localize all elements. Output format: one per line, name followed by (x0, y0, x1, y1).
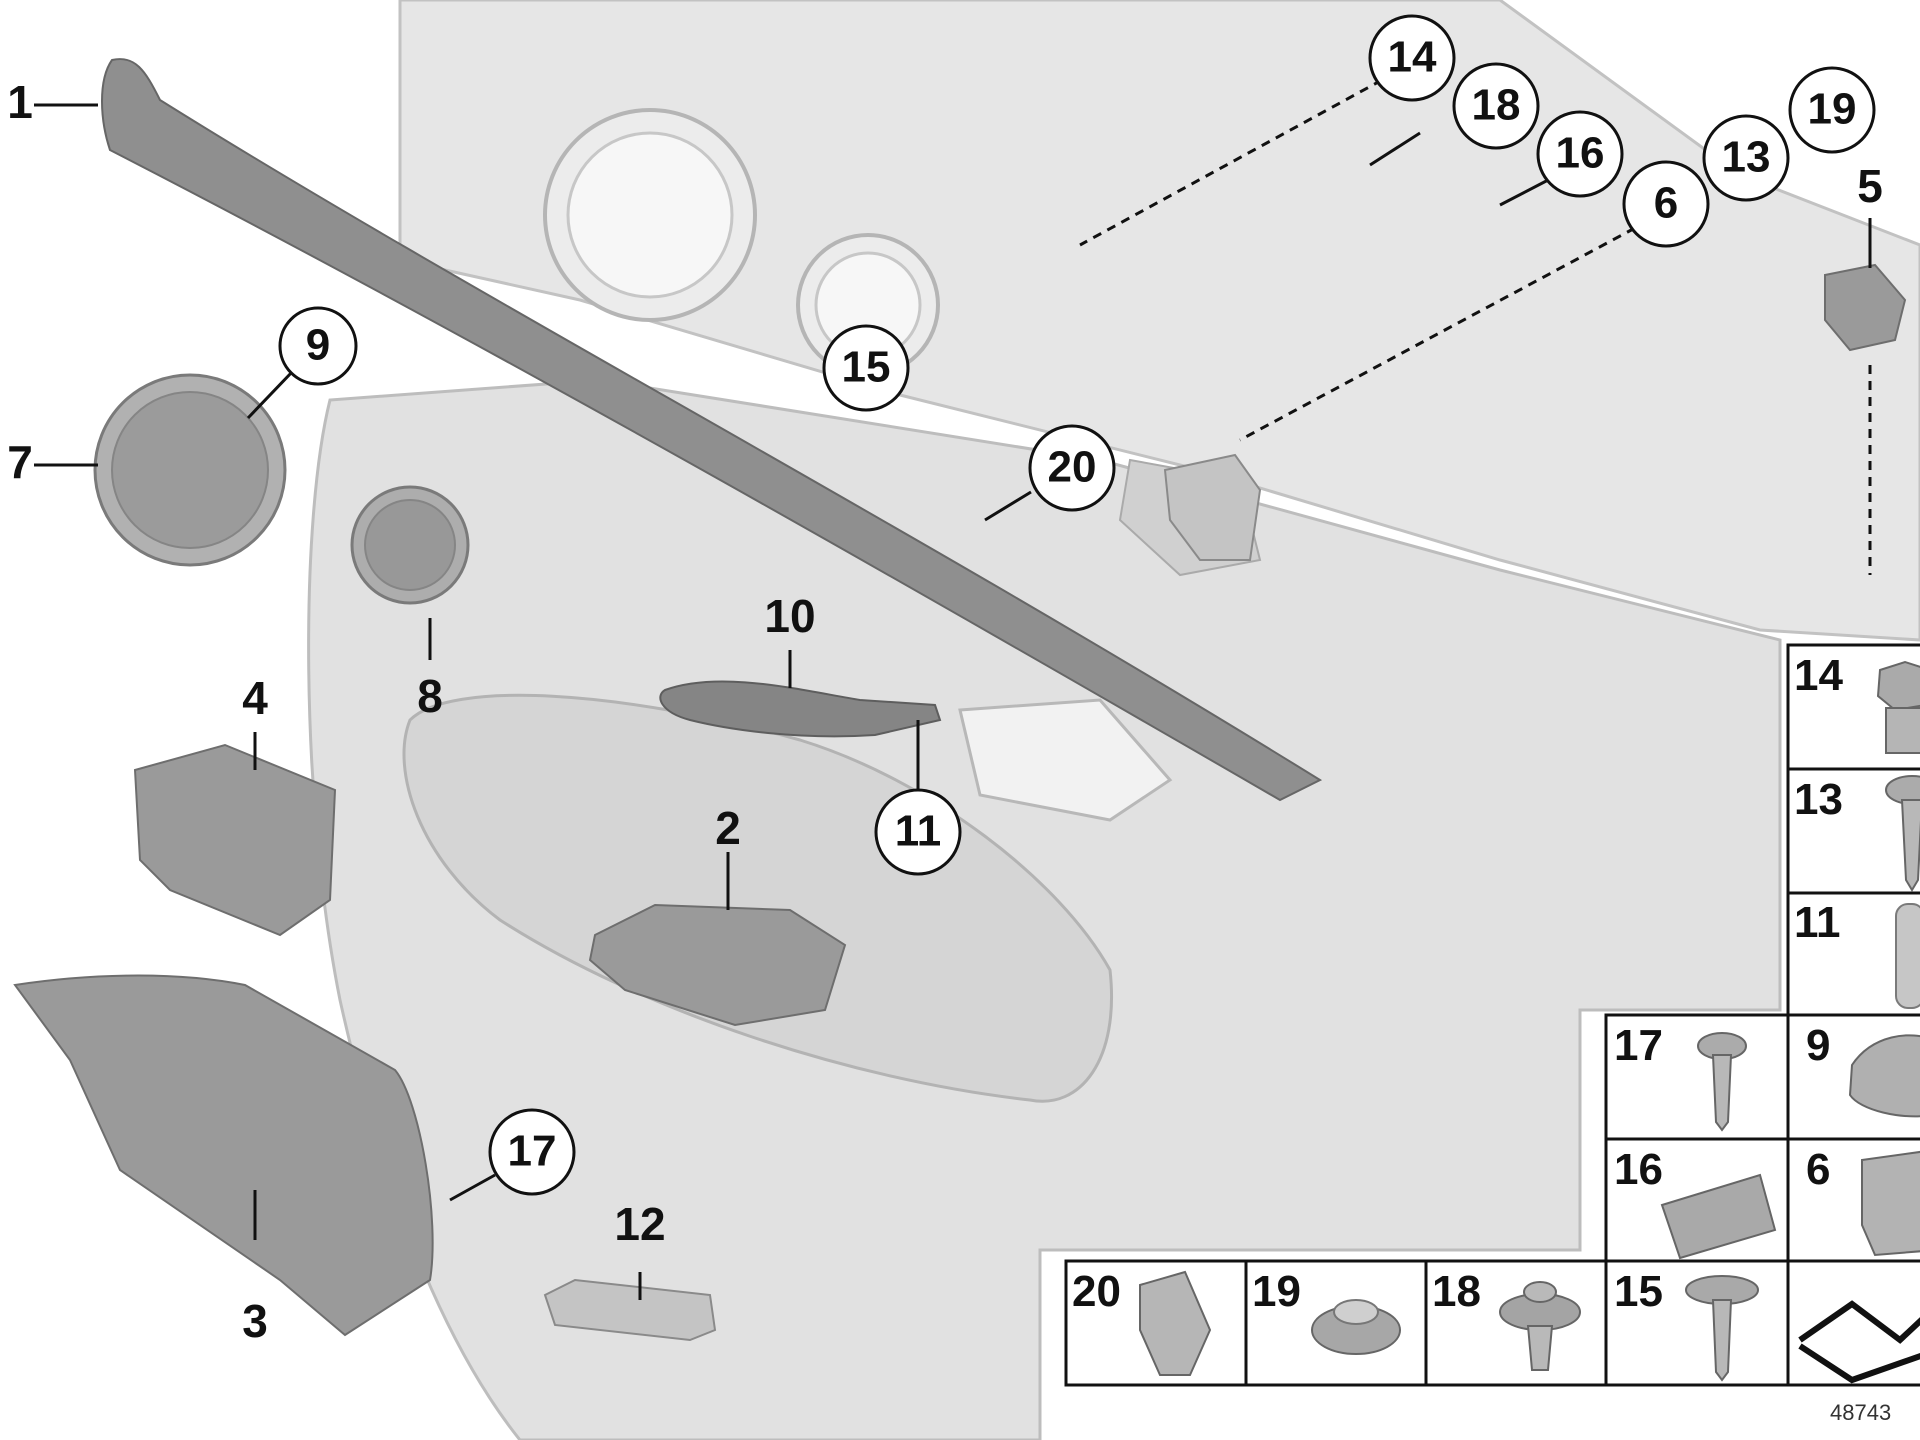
part-5-clip-nut (1824, 263, 1907, 352)
callout-7: 7 (7, 436, 33, 488)
circled-callout-20: 20 (1028, 424, 1116, 512)
part-3-storage-compartment (13, 974, 434, 1337)
legend-cell (1424, 1259, 1608, 1387)
part-20-clip (1163, 453, 1262, 561)
circled-callout-17: 17 (488, 1108, 576, 1196)
legend-num-11: 11 (1794, 898, 1841, 947)
part-2-switch-bezel (588, 903, 847, 1027)
svg-text:15: 15 (842, 343, 891, 392)
svg-text:18: 18 (1472, 81, 1521, 130)
legend-cell (1786, 1259, 1920, 1387)
legend-num-17: 17 (1614, 1021, 1663, 1070)
part-12-clip-cover (543, 1278, 717, 1342)
svg-text:14: 14 (1388, 33, 1437, 82)
svg-text:20: 20 (1048, 443, 1097, 492)
circled-callout-14: 14 (1368, 14, 1456, 102)
part-10-door-pull-handle (659, 680, 942, 738)
flange-screw-icon (1685, 1275, 1759, 1382)
circled-callout-15: 15 (822, 324, 910, 412)
circled-callout-13: 13 (1702, 114, 1790, 202)
callout-3: 3 (242, 1295, 268, 1347)
spring-clip-icon (1861, 1150, 1920, 1257)
part-7-speaker-cover-large (93, 373, 287, 567)
bracket-clip-icon (1660, 1173, 1777, 1260)
svg-text:6: 6 (1654, 179, 1678, 228)
callout-4: 4 (242, 672, 268, 724)
circled-callout-18: 18 (1452, 62, 1540, 150)
legend-num-15: 15 (1614, 1267, 1663, 1316)
screw-icon (1885, 775, 1920, 892)
position-arrow-icon (1798, 1300, 1920, 1384)
circled-callout-19: 19 (1788, 66, 1876, 154)
push-rivet-icon (1311, 1299, 1401, 1355)
svg-text:11: 11 (895, 807, 942, 856)
legend-cell (1604, 1013, 1790, 1141)
grille-clip-icon (1848, 1034, 1920, 1118)
part-1-trim-strip (101, 58, 1323, 802)
callout-10: 10 (764, 590, 815, 642)
callout-8: 8 (417, 670, 443, 722)
part-4-storage-tray (133, 743, 337, 937)
screw-icon (1697, 1032, 1747, 1132)
svg-text:9: 9 (306, 321, 330, 370)
svg-text:19: 19 (1808, 85, 1857, 134)
callout-1: 1 (7, 76, 33, 128)
circled-callout-16: 16 (1536, 110, 1624, 198)
callout-5: 5 (1857, 160, 1883, 212)
legend-num-14: 14 (1794, 651, 1843, 700)
legend-num-20: 20 (1072, 1267, 1121, 1316)
circled-callout-6: 6 (1622, 160, 1710, 248)
parts-legend-grid: 14 13 11 17 9 16 6 20 19 18 15 (1064, 643, 1920, 1387)
legend-num-6: 6 (1806, 1145, 1830, 1194)
expanding-clip-icon (1139, 1270, 1212, 1376)
circled-callout-9: 9 (278, 306, 358, 386)
part-8-speaker-cover-small (350, 485, 470, 605)
legend-num-19: 19 (1252, 1267, 1301, 1316)
legend-cell (1786, 767, 1920, 895)
svg-text:13: 13 (1722, 133, 1771, 182)
clip-nut-icon (1876, 660, 1920, 754)
legend-num-18: 18 (1432, 1267, 1481, 1316)
legend-num-9: 9 (1806, 1021, 1830, 1070)
legend-num-13: 13 (1794, 775, 1843, 824)
diagram-reference-number: 48743 (1830, 1400, 1891, 1425)
callout-12: 12 (614, 1198, 665, 1250)
legend-num-16: 16 (1614, 1145, 1663, 1194)
circled-callout-11: 11 (874, 788, 962, 876)
door-handle-recess (958, 698, 1173, 822)
svg-text:17: 17 (508, 1127, 557, 1176)
plastic-rivet-icon (1499, 1281, 1581, 1371)
callout-2: 2 (715, 802, 741, 854)
pin-icon (1895, 903, 1920, 1009)
svg-text:16: 16 (1556, 129, 1605, 178)
